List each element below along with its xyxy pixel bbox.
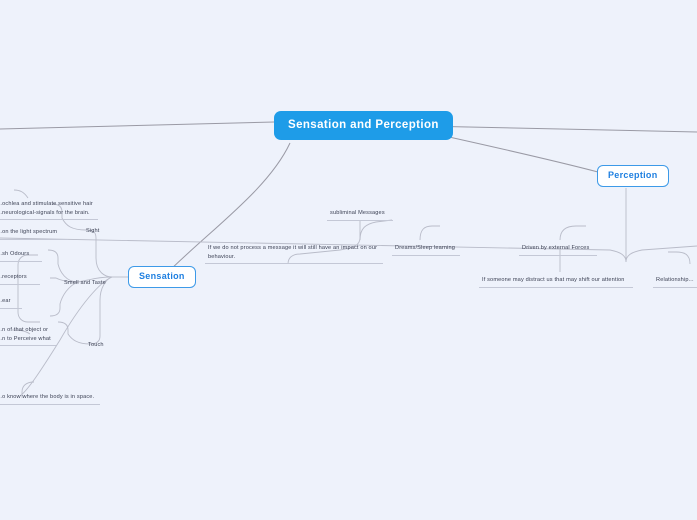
edge-hearing-curl	[13, 189, 29, 199]
edge-root-right-spine	[421, 125, 697, 133]
edge-perception-bar-right	[625, 245, 697, 263]
note-subliminal[interactable]: If we do not process a message it will s…	[205, 243, 383, 265]
edge-relationship-stem	[668, 251, 691, 265]
branch-node-sensation[interactable]: Sensation	[128, 266, 196, 288]
edge-sensation-to-sight	[85, 229, 113, 278]
edge-ear-note	[49, 281, 79, 317]
topic-touch[interactable]: Touch	[88, 342, 104, 348]
edge-sensation-to-touch	[89, 276, 113, 345]
topic-relationship[interactable]: Relationship...	[653, 275, 697, 288]
topic-driven-by-external-forces[interactable]: Driven by external Forces	[519, 243, 597, 256]
edge-dreams-stem	[419, 225, 440, 241]
edge-root-left-spine	[0, 121, 275, 130]
edge-smell-group	[17, 254, 40, 323]
root-node-sensation-and-perception[interactable]: Sensation and Perception	[274, 111, 453, 140]
note-proprioception[interactable]: ...o know where the body is in space.	[0, 392, 100, 405]
topic-dreams-sleep-learning[interactable]: Dreams/Sleep learning	[392, 243, 460, 256]
topic-sight[interactable]: Sight	[86, 228, 100, 234]
edge-subliminal-stem	[359, 219, 393, 241]
branch-node-perception[interactable]: Perception	[597, 165, 669, 187]
edge-external-stem	[559, 225, 586, 241]
edge-smell-note	[47, 249, 79, 283]
note-hearing[interactable]: ...ochlea and stimulate sensitive hair .…	[0, 199, 98, 221]
note-touch[interactable]: ...n of that object or ...n to Perceive …	[0, 325, 56, 347]
note-receptors[interactable]: ...receptors	[0, 272, 40, 285]
topic-subliminal-messages[interactable]: subliminal Messages	[327, 208, 393, 221]
note-external-forces[interactable]: If someone may distract us that may shif…	[479, 275, 633, 288]
note-ear[interactable]: ...ear	[0, 296, 22, 309]
topic-smell-and-taste[interactable]: Smell and Taste	[64, 280, 106, 286]
note-sight[interactable]: ...on the light spectrum	[0, 227, 68, 240]
note-smell[interactable]: ...sh Odours	[0, 249, 42, 262]
